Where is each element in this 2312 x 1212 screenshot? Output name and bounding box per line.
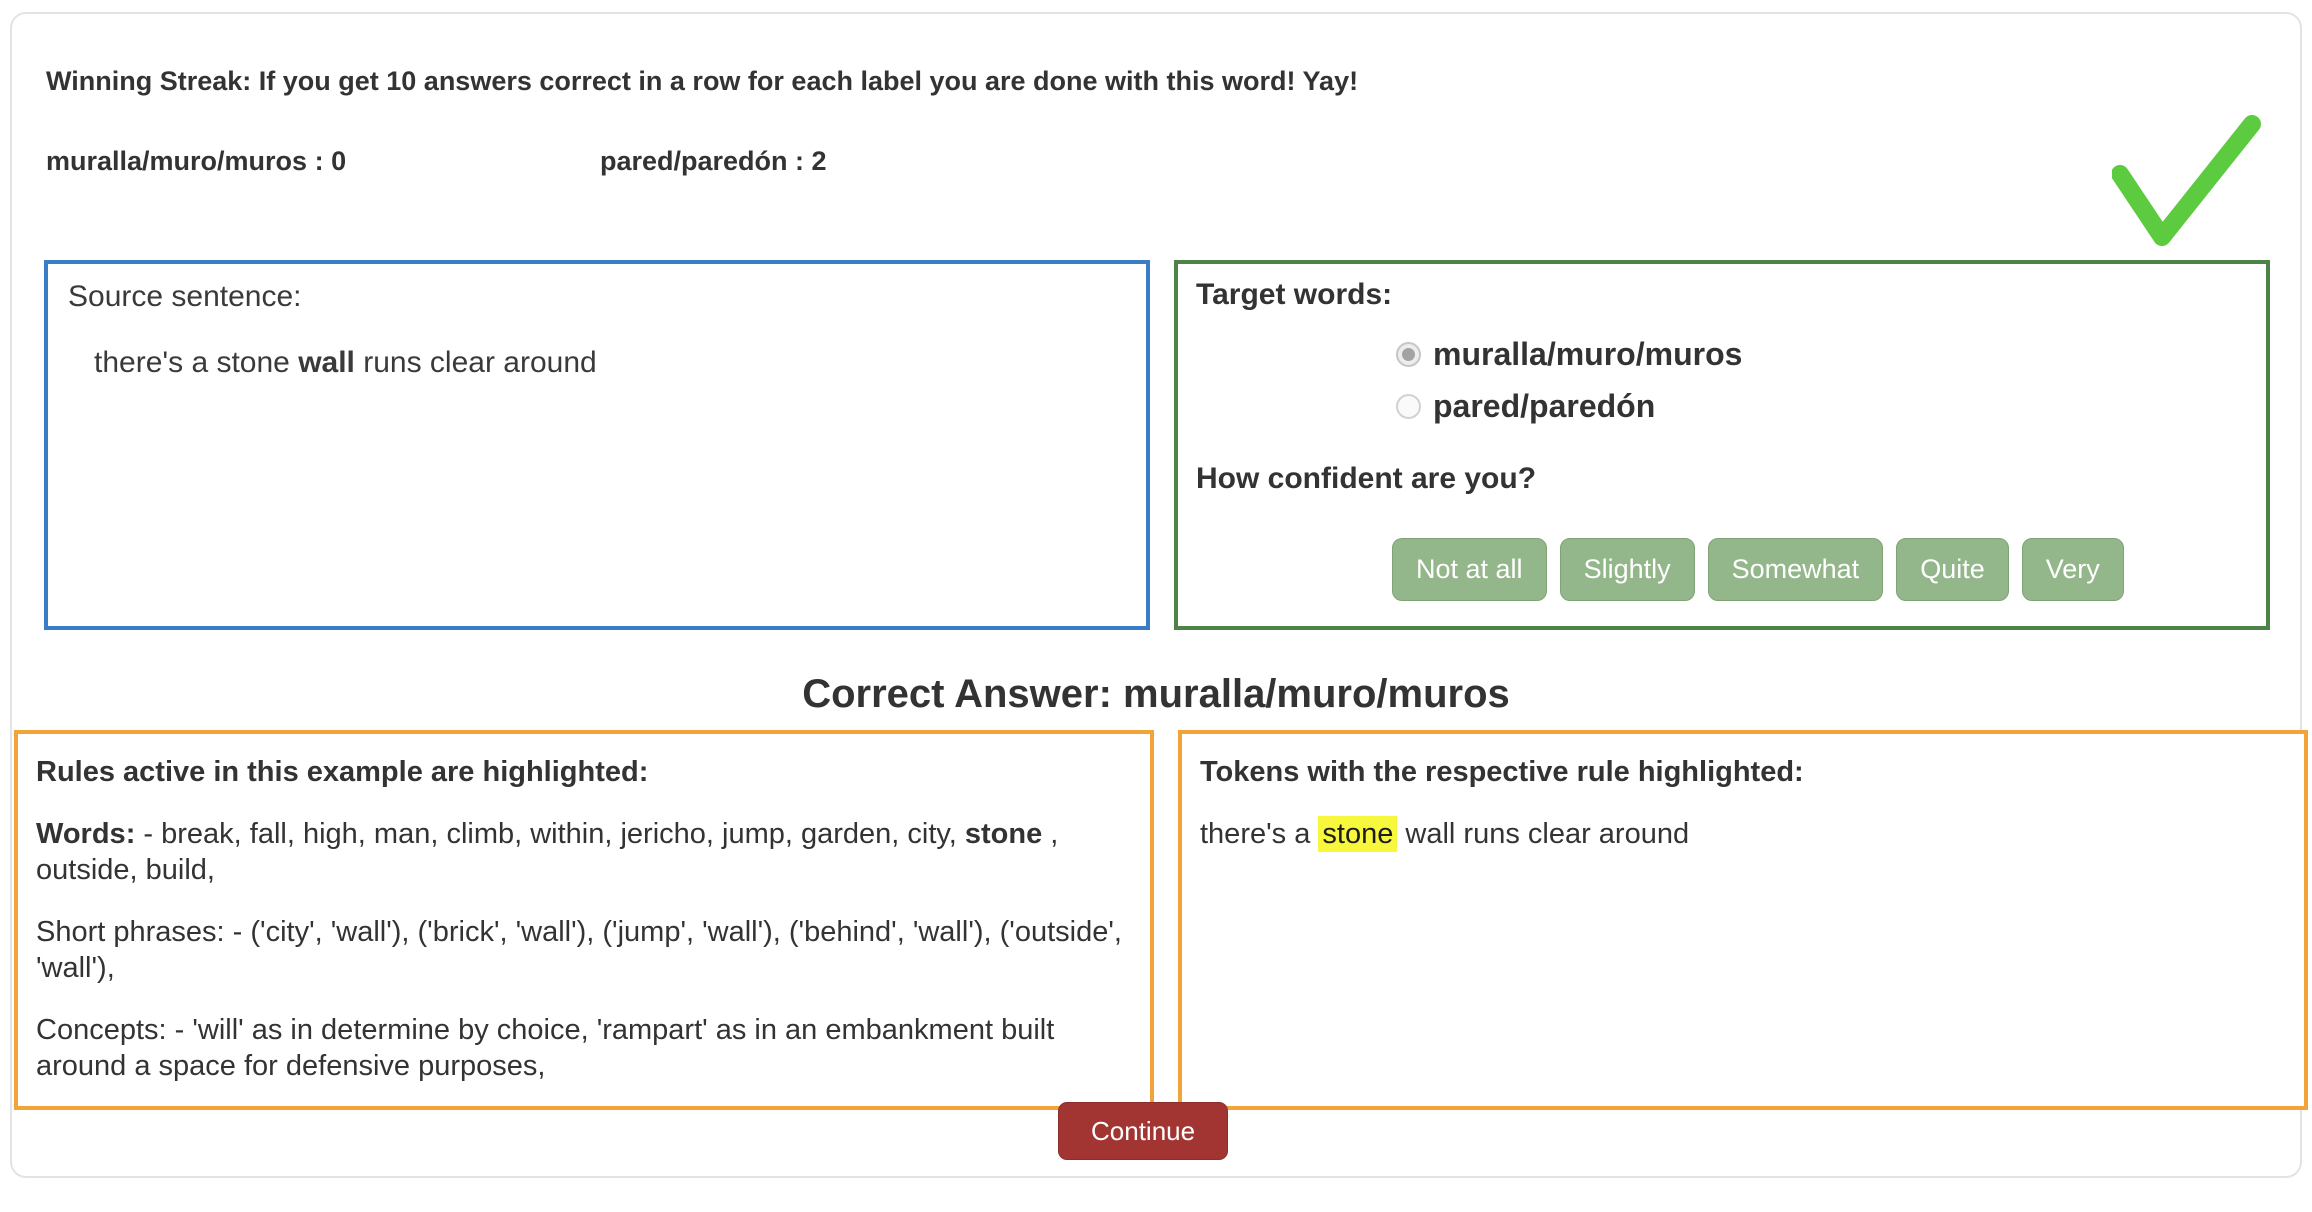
target-word-options: muralla/muro/muros pared/paredón bbox=[1196, 328, 2248, 432]
target-words-title: Target words: bbox=[1196, 278, 1393, 311]
correct-answer-banner: Correct Answer: muralla/muro/muros bbox=[802, 672, 1510, 716]
tokens-panel-title: Tokens with the respective rule highligh… bbox=[1200, 756, 1804, 788]
source-sentence-title: Source sentence: bbox=[68, 280, 302, 313]
rules-panel-title: Rules active in this example are highlig… bbox=[36, 756, 649, 788]
streak-counter-muralla: muralla/muro/muros : 0 bbox=[46, 146, 346, 177]
confidence-button-row: Not at all Slightly Somewhat Quite Very bbox=[1196, 538, 2248, 601]
confidence-question: How confident are you? bbox=[1196, 462, 1537, 495]
streak-label: pared/paredón bbox=[600, 146, 788, 176]
target-words-panel: Target words: muralla/muro/muros pared/p… bbox=[1174, 260, 2270, 630]
tokens-sentence: there's a stone wall runs clear around bbox=[1200, 816, 2286, 852]
rules-short-phrases-line: Short phrases: - ('city', 'wall'), ('bri… bbox=[36, 916, 1122, 984]
confidence-button-very[interactable]: Very bbox=[2021, 538, 2124, 601]
main-container: Winning Streak: If you get 10 answers co… bbox=[10, 12, 2308, 1178]
streak-counter-pared: pared/paredón : 2 bbox=[600, 146, 827, 177]
streak-count: 2 bbox=[811, 146, 827, 176]
radio-option-pared[interactable]: pared/paredón bbox=[1396, 380, 2248, 432]
tokens-suffix: wall runs clear around bbox=[1397, 818, 1690, 850]
correct-check-icon bbox=[2112, 115, 2261, 246]
rules-concepts-line: Concepts: - 'will' as in determine by ch… bbox=[36, 1014, 1055, 1082]
rules-panel: Rules active in this example are highlig… bbox=[14, 730, 1154, 1110]
streak-count: 0 bbox=[331, 146, 347, 176]
confidence-button-somewhat[interactable]: Somewhat bbox=[1707, 538, 1884, 601]
sentence-prefix: there's a stone bbox=[94, 346, 299, 379]
highlighted-token: stone bbox=[1318, 816, 1398, 852]
continue-button[interactable]: Continue bbox=[1058, 1102, 1229, 1160]
confidence-button-slightly[interactable]: Slightly bbox=[1559, 538, 1695, 601]
active-word-token: stone bbox=[964, 818, 1043, 850]
source-sentence-panel: Source sentence: there's a stone wall ru… bbox=[44, 260, 1150, 630]
tokens-panel: Tokens with the respective rule highligh… bbox=[1178, 730, 2308, 1110]
radio-option-label: pared/paredón bbox=[1433, 387, 1656, 424]
confidence-button-not-at-all[interactable]: Not at all bbox=[1392, 538, 1547, 601]
radio-option-muralla[interactable]: muralla/muro/muros bbox=[1396, 328, 2248, 380]
source-sentence-text: there's a stone wall runs clear around bbox=[68, 346, 1126, 380]
rules-words-line: Words: - break, fall, high, man, climb, … bbox=[36, 816, 1132, 888]
target-word-bold: wall bbox=[298, 346, 355, 379]
streak-separator: : bbox=[787, 146, 812, 176]
radio-unselected-icon[interactable] bbox=[1396, 393, 1421, 419]
radio-option-label: muralla/muro/muros bbox=[1433, 335, 1743, 372]
streak-separator: : bbox=[307, 146, 332, 176]
winning-streak-note: Winning Streak: If you get 10 answers co… bbox=[46, 66, 1359, 96]
radio-selected-icon[interactable] bbox=[1396, 341, 1421, 367]
tokens-prefix: there's a bbox=[1200, 818, 1319, 850]
streak-label: muralla/muro/muros bbox=[46, 146, 308, 176]
sentence-suffix: runs clear around bbox=[354, 346, 597, 379]
words-list-post: , outside, build, bbox=[36, 818, 1059, 886]
confidence-button-quite[interactable]: Quite bbox=[1896, 538, 2009, 601]
words-list-pre: - break, fall, high, man, climb, within,… bbox=[135, 818, 965, 850]
words-label: Words: bbox=[36, 818, 136, 850]
